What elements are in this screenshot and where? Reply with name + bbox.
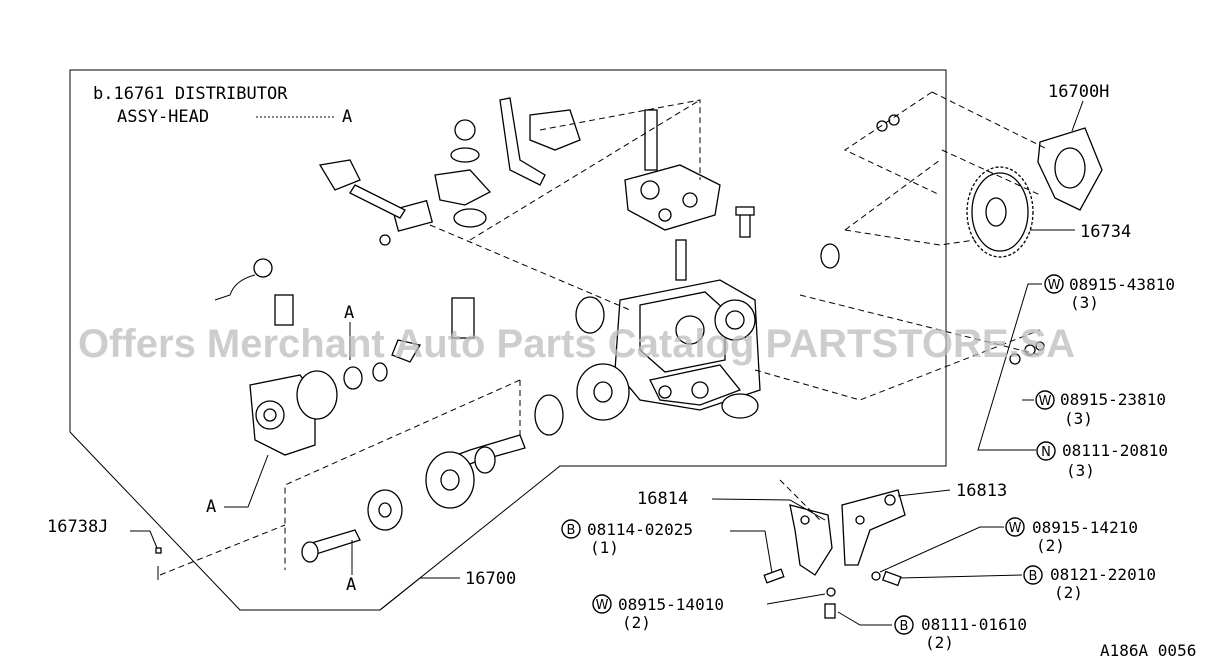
part-label-16814: 16814 [637,489,688,509]
fastener-code: 08915-14210 [1032,518,1138,537]
fastener-callout: N 08111-20810 (3) [1036,441,1168,480]
fastener-callout: W 08915-23810 (3) [1035,390,1166,428]
fastener-badge: W [1048,278,1061,293]
fastener-badge: B [1029,569,1038,584]
fastener-code: 08111-20810 [1062,441,1168,460]
part-label-16738j: 16738J [47,517,108,537]
pump-body [214,97,840,563]
fastener-code: 08114-02025 [587,520,693,539]
fastener-qty: (2) [925,633,954,652]
fastener-qty: (3) [1064,409,1093,428]
fastener-qty: (2) [1036,536,1065,555]
fastener-badge: B [900,619,909,634]
ref-marker-a: A [346,575,356,595]
fastener-code: 08121-22010 [1050,565,1156,584]
fastener-callout: W 08915-14010 (2) [592,594,724,632]
ref-marker-a: A [344,303,354,323]
fastener-callout: W 08915-43810 (3) [1044,274,1175,312]
fastener-qty: (2) [1054,583,1083,602]
fastener-callout: B 08121-22010 (2) [1023,565,1156,602]
ref-marker-a: A [206,497,216,517]
fastener-code: 08915-23810 [1060,390,1166,409]
exterior-parts [155,114,1103,619]
figure-code: A186A 0056 [1100,641,1196,660]
part-label-16700: 16700 [465,569,516,589]
inset-title-line1: b.16761 DISTRIBUTOR [93,84,288,104]
fastener-qty: (3) [1066,461,1095,480]
watermark: Offers Merchant Auto Parts Catalog PARTS… [78,322,1075,366]
inset-frame [69,69,947,611]
fastener-qty: (2) [622,613,651,632]
fastener-code: 08111-01610 [921,615,1027,634]
inset-title-line2: ASSY-HEAD [117,107,209,127]
fastener-code: 08915-43810 [1069,275,1175,294]
fastener-qty: (3) [1070,293,1099,312]
fastener-badge: W [1039,394,1052,409]
fastener-callout: B 08114-02025 (1) [561,519,693,557]
assembly-lines [159,91,1046,576]
fastener-callout: B 08111-01610 (2) [894,615,1027,652]
fastener-badge: W [596,598,609,613]
part-label-16700h: 16700H [1048,82,1109,102]
inset-title-ref: A [342,107,352,127]
part-label-16734: 16734 [1080,222,1131,242]
fastener-code: 08915-14010 [618,595,724,614]
fastener-callout: W 08915-14210 (2) [1005,517,1138,555]
fastener-badge: W [1009,521,1022,536]
leader-lines [130,100,1084,626]
fastener-qty: (1) [590,538,619,557]
fastener-badge: B [567,523,576,538]
fastener-badge: N [1041,445,1051,460]
part-label-16813: 16813 [956,481,1007,501]
